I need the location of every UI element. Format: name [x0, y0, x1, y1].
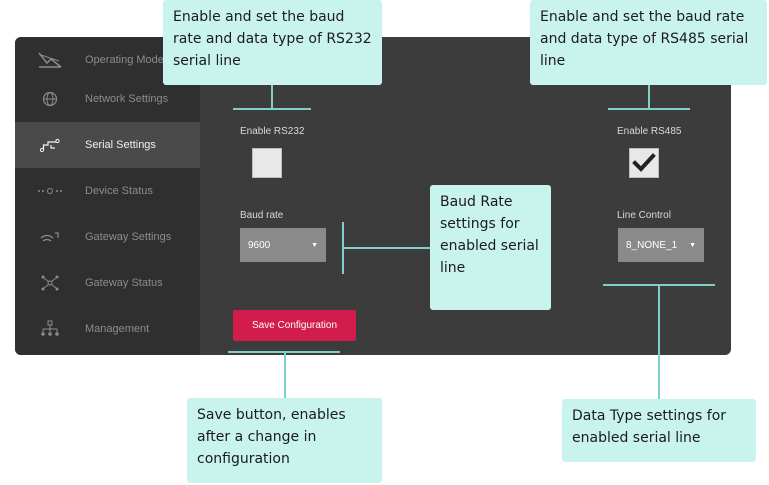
callout-connector — [271, 85, 273, 109]
baud-rate-value: 9600 — [248, 239, 271, 251]
line-control-label: Line Control — [617, 210, 671, 221]
sidebar-item-network-settings[interactable]: Network Settings — [15, 76, 200, 122]
callout-connector — [343, 247, 431, 249]
wifi-icon — [15, 230, 85, 244]
checkmark-icon — [632, 153, 656, 172]
sidebar-item-label: Gateway Status — [85, 277, 163, 289]
callout-connector — [608, 108, 690, 110]
sidebar-item-gateway-settings[interactable]: Gateway Settings — [15, 214, 200, 260]
sidebar-item-device-status[interactable]: Device Status — [15, 168, 200, 214]
wave-icon — [15, 51, 85, 69]
callout-connector — [233, 108, 311, 110]
chevron-down-icon: ▼ — [689, 241, 696, 249]
callout-rs232: Enable and set the baud rate and data ty… — [163, 0, 382, 85]
globe-icon — [15, 91, 85, 107]
tree-icon — [15, 320, 85, 338]
line-control-value: 8_NONE_1 — [626, 239, 678, 251]
chevron-down-icon: ▼ — [311, 241, 318, 249]
callout-connector — [284, 352, 286, 398]
sidebar-item-label: Gateway Settings — [85, 231, 172, 243]
sidebar-item-label: Serial Settings — [85, 139, 156, 151]
sidebar-item-label: Operating Mode — [85, 54, 164, 66]
rs232-checkbox[interactable] — [252, 148, 282, 178]
sidebar-item-label: Device Status — [85, 185, 153, 197]
rs232-label: Enable RS232 — [240, 126, 305, 137]
callout-data-type: Data Type settings for enabled serial li… — [562, 399, 756, 462]
sidebar-item-label: Network Settings — [85, 93, 169, 105]
sidebar-item-management[interactable]: Management — [15, 306, 200, 352]
line-control-select[interactable]: 8_NONE_1 ▼ — [618, 228, 704, 262]
baud-rate-label: Baud rate — [240, 210, 284, 221]
rs485-checkbox[interactable] — [629, 148, 659, 178]
nodes-icon — [15, 274, 85, 292]
sidebar-item-gateway-status[interactable]: Gateway Status — [15, 260, 200, 306]
sidebar-item-operating-mode[interactable]: Operating Mode — [15, 37, 200, 83]
rs485-label: Enable RS485 — [617, 126, 682, 137]
callout-connector — [648, 85, 650, 109]
serial-icon — [15, 137, 85, 153]
sidebar: Operating Mode Network Settings Serial S… — [15, 37, 200, 355]
callout-rs485: Enable and set the baud rate and data ty… — [530, 0, 767, 85]
sidebar-item-serial-settings[interactable]: Serial Settings — [15, 122, 200, 168]
callout-save: Save button, enables after a change in c… — [187, 398, 382, 483]
baud-rate-select[interactable]: 9600 ▼ — [240, 228, 326, 262]
settings-panel: Operating Mode Network Settings Serial S… — [15, 37, 731, 355]
callout-connector — [658, 285, 660, 399]
save-button[interactable]: Save Configuration — [233, 310, 356, 341]
dots-icon — [15, 186, 85, 196]
callout-baud-rate: Baud Rate settings for enabled serial li… — [430, 185, 551, 310]
sidebar-item-label: Management — [85, 323, 150, 335]
